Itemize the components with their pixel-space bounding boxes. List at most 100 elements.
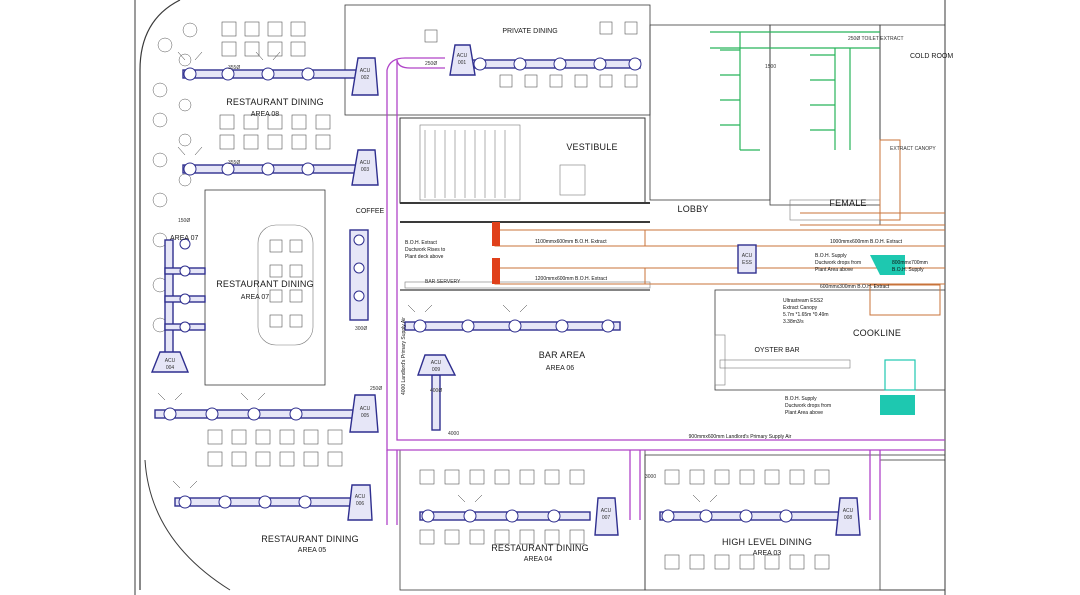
label-area-04: AREA 04: [524, 556, 553, 563]
private-dining-tables: [424, 21, 638, 88]
label-restaurant-dining-07: RESTAURANT DINING: [216, 279, 314, 289]
acu-001: ACU 001: [449, 44, 476, 76]
boh-supply-b-line1: B.O.H. Supply: [785, 396, 817, 402]
label-area-07-left: AREA 07: [170, 235, 199, 242]
label-vestibule: VESTIBULE: [566, 142, 617, 152]
acu-units: ACU 001 ACU 002 ACU 003 ACU 004 ACU 005 …: [150, 44, 861, 536]
label-area-06: AREA 06: [546, 365, 575, 372]
table-grid-bottom: [207, 429, 830, 570]
acu-008-label: ACU: [843, 508, 854, 514]
room-labels: PRIVATE DINING 250Ø TOILET EXTRACT COLD …: [170, 28, 953, 563]
acu-007-number: 007: [602, 515, 611, 521]
acu-005-label: ACU: [360, 406, 371, 412]
label-duct-800: 800mmx700mm: [892, 260, 928, 266]
acu-004-number: 004: [166, 365, 175, 371]
acu-005: ACU 005: [349, 394, 379, 433]
boh-extract-note-line2: Ductwork Rises to: [405, 247, 446, 253]
label-lobby: LOBBY: [677, 204, 708, 214]
landlord-supply-air-ductwork: [386, 57, 945, 525]
cyan-supply-units: [870, 255, 916, 415]
acu-002-label: ACU: [360, 68, 371, 74]
label-cookline: COOKLINE: [853, 328, 901, 338]
toilet-extract-ductwork: [710, 31, 880, 151]
facade-curve-bottom: [144, 459, 231, 591]
label-coffee: COFFEE: [356, 208, 385, 215]
boh-supply-note-line2: Ductwork drops from: [815, 260, 861, 266]
ultrastream-line2: Extract Canopy: [783, 305, 818, 311]
ultrastream-line4: 3.38m3/s: [783, 319, 804, 325]
dim-250: 250Ø: [425, 61, 437, 67]
label-bar-servery: BAR SERVERY: [425, 279, 461, 285]
label-area-05: AREA 05: [298, 547, 327, 554]
acu-ess: ACU ESS: [737, 244, 757, 274]
dim-4000: 4000: [448, 431, 459, 437]
dimension-labels: 355Ø 355Ø 250Ø 150Ø 400Ø 300Ø 1500 4000 …: [178, 61, 776, 480]
table-grid-top-left: [219, 21, 331, 150]
label-high-level-dining: HIGH LEVEL DINING: [722, 537, 812, 547]
acu-ess-label: ACU: [742, 253, 753, 259]
boh-supply-note-line3: Plant Area above: [815, 267, 853, 273]
boh-extract-note-line3: Plant deck above: [405, 254, 444, 260]
label-bar-area: BAR AREA: [539, 350, 586, 360]
acu-006: ACU 006: [347, 484, 373, 521]
acu-007-label: ACU: [601, 508, 612, 514]
label-restaurant-dining-04: RESTAURANT DINING: [491, 543, 589, 553]
facade-curve-top: [139, 0, 181, 590]
acu-001-label: ACU: [457, 53, 468, 59]
dim-400: 400Ø: [430, 388, 442, 394]
label-area-07: AREA 07: [241, 294, 270, 301]
dim-355b: 355Ø: [228, 160, 240, 166]
acu-006-number: 006: [356, 501, 365, 507]
booth-block-area-07: [257, 224, 314, 346]
label-restaurant-dining-05: RESTAURANT DINING: [261, 534, 359, 544]
boh-extract-note-line1: B.O.H. Extract: [405, 240, 438, 246]
dim-300: 300Ø: [355, 326, 367, 332]
label-area-08: AREA 08: [251, 111, 280, 118]
ultrastream-line1: Ultrastream ESS2: [783, 298, 823, 304]
dim-3000: 3000: [645, 474, 656, 480]
acu-003-number: 003: [361, 167, 370, 173]
diffusers: [163, 57, 793, 523]
acu-002-number: 002: [361, 75, 370, 81]
dim-355: 355Ø: [228, 65, 240, 71]
dim-1500: 1500: [765, 64, 776, 70]
bar-counters: [404, 281, 851, 386]
label-duct-1000: 1000mmx600mm B.O.H. Extract: [830, 239, 903, 245]
label-oyster-bar: OYSTER BAR: [754, 347, 799, 354]
acu-007: ACU 007: [594, 497, 619, 536]
label-duct-1200: 1200mmx600mm B.O.H. Extract: [535, 276, 608, 282]
acu-ess-number: ESS: [742, 260, 753, 266]
boh-supply-b-line3: Plant Area above: [785, 410, 823, 416]
label-female: FEMALE: [829, 198, 866, 208]
dim-250b: 250Ø: [370, 386, 382, 392]
diffuser-throw-arrows: [157, 51, 718, 503]
label-duct-1100: 1100mmx600mm B.O.H. Extract: [535, 239, 607, 245]
acu-009-label: ACU: [431, 360, 442, 366]
acu-005-number: 005: [361, 413, 370, 419]
extract-risers: [492, 222, 500, 284]
label-duct-600: 600mmx300mm B.O.H. Extract: [820, 284, 890, 290]
ultrastream-line3: 5.7m *1.65m *0.49m: [783, 312, 829, 318]
acu-008: ACU 008: [835, 497, 861, 536]
dim-150: 150Ø: [178, 218, 190, 224]
boh-supply-note-line1: B.O.H. Supply: [815, 253, 847, 259]
acu-003: ACU 003: [351, 149, 379, 186]
label-cold-room: COLD ROOM: [910, 53, 953, 60]
label-landlord-horizontal: 900mmx600mm Landlord's Primary Supply Ai…: [689, 434, 792, 440]
acu-009-number: 009: [432, 367, 441, 373]
acu-006-label: ACU: [355, 494, 366, 500]
acu-003-label: ACU: [360, 160, 371, 166]
label-restaurant-dining-08: RESTAURANT DINING: [226, 97, 324, 107]
label-landlord-vertical: 4000 Landlord's Primary Supply Air: [401, 317, 407, 395]
label-toilet-extract: 250Ø TOILET EXTRACT: [848, 36, 904, 42]
label-extract-canopy: EXTRACT CANOPY: [890, 146, 936, 152]
boh-supply-b-line2: Ductwork drops from: [785, 403, 831, 409]
label-boh-supply-short: B.O.H. Supply: [892, 267, 924, 273]
stair-hatch: [419, 124, 881, 221]
label-private-dining: PRIVATE DINING: [502, 28, 557, 35]
acu-008-number: 008: [844, 515, 853, 521]
label-area-03: AREA 03: [753, 550, 782, 557]
acu-004-label: ACU: [165, 358, 176, 364]
acu-004: ACU 004: [150, 351, 190, 373]
